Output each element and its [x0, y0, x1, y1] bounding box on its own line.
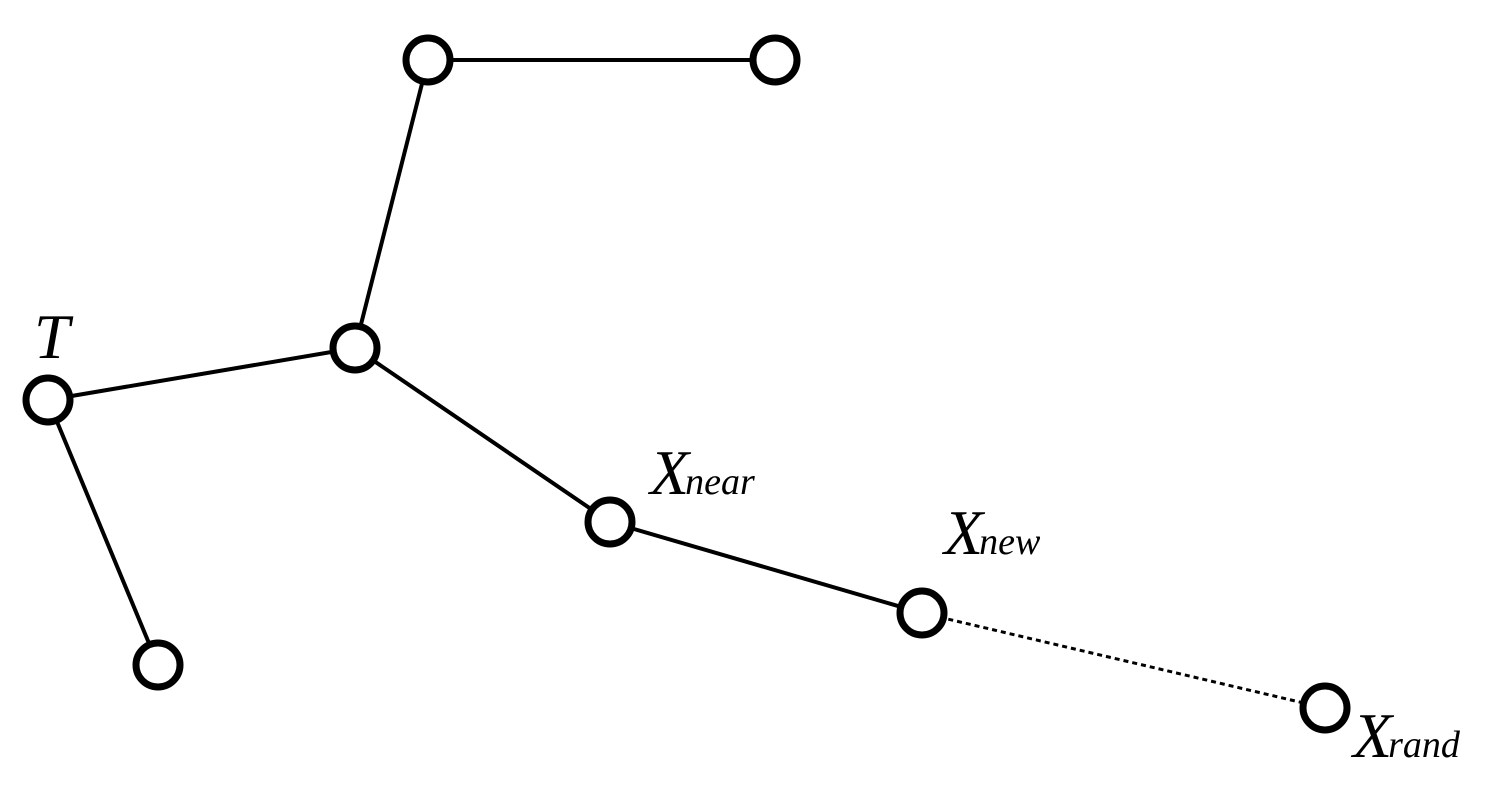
edge-hub-to-top-left	[353, 58, 430, 350]
nodes-group	[22, 34, 1351, 734]
label-x-rand-sub: rand	[1388, 724, 1461, 766]
label-x-rand-base: X	[1350, 700, 1395, 771]
node-root	[22, 374, 74, 426]
label-x-new-sub: new	[979, 521, 1041, 563]
labels-group: T Xnear Xnew Xrand	[34, 301, 1461, 771]
edge-root-to-hub	[46, 346, 357, 402]
label-x-near-sub: near	[685, 461, 755, 503]
node-leaf-bottom-left	[132, 639, 184, 691]
edge-x-new-to-x-rand	[921, 611, 1326, 710]
edge-root-to-leaf-bottom-left	[46, 398, 160, 667]
label-tree: T	[34, 301, 74, 372]
node-x-new	[896, 587, 948, 639]
node-x-near	[584, 496, 636, 548]
label-x-new: Xnew	[941, 497, 1041, 568]
label-x-new-base: X	[941, 497, 986, 568]
edges-group	[46, 58, 1326, 710]
node-x-rand	[1299, 682, 1351, 734]
label-x-near: Xnear	[647, 437, 755, 508]
label-x-near-base: X	[647, 437, 692, 508]
edge-hub-to-x-near	[353, 346, 612, 524]
node-hub	[329, 322, 381, 374]
node-top-left	[402, 34, 454, 86]
edge-x-near-to-x-new	[608, 520, 924, 615]
label-x-rand: Xrand	[1350, 700, 1461, 771]
node-top-right	[749, 34, 801, 86]
